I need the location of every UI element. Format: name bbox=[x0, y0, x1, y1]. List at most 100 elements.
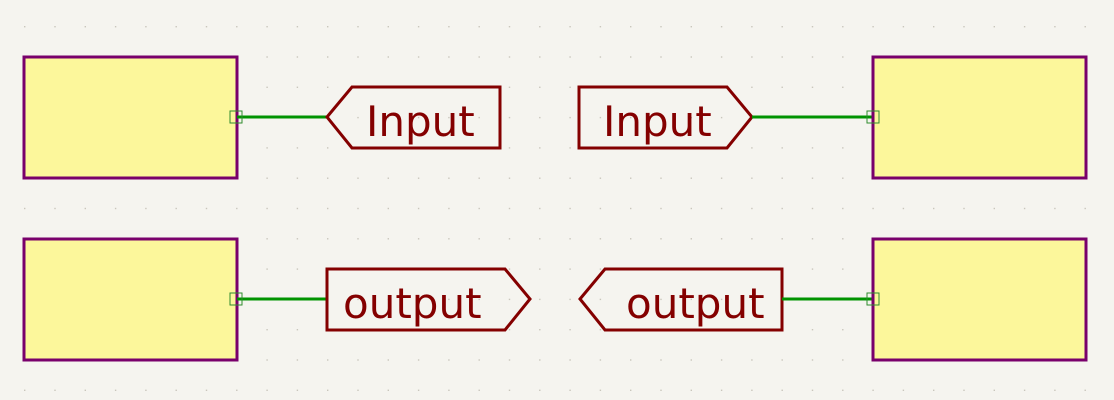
grid-dot bbox=[508, 177, 511, 179]
grid-dot bbox=[387, 56, 389, 58]
grid-dot bbox=[842, 359, 844, 361]
grid-dot bbox=[1084, 26, 1086, 28]
grid-dot bbox=[963, 207, 965, 210]
grid-dot bbox=[751, 298, 753, 301]
grid-dot bbox=[751, 238, 753, 240]
grid-dot bbox=[751, 147, 753, 149]
input-label-right-text: Input bbox=[603, 97, 712, 146]
grid-dot bbox=[296, 56, 299, 58]
input-label-left-text: Input bbox=[366, 97, 475, 146]
grid-dot bbox=[569, 359, 571, 361]
grid-dot bbox=[690, 177, 692, 179]
grid-dot bbox=[599, 238, 602, 240]
grid-dot bbox=[478, 359, 480, 361]
grid-dot bbox=[902, 389, 905, 391]
grid-dot bbox=[599, 359, 602, 361]
grid-dot bbox=[417, 26, 420, 28]
grid-dot bbox=[781, 86, 783, 88]
grid-dot bbox=[599, 329, 602, 331]
grid-dot bbox=[630, 298, 632, 301]
grid-dot bbox=[660, 389, 662, 391]
output-label-right[interactable]: output bbox=[578, 267, 784, 332]
sheet-block-top-left[interactable] bbox=[22, 55, 239, 180]
grid-dot bbox=[478, 56, 480, 58]
grid-dot bbox=[539, 298, 541, 301]
grid-dot bbox=[539, 329, 541, 331]
grid-dot bbox=[690, 359, 692, 361]
grid-dot bbox=[720, 207, 723, 210]
output-label-left[interactable]: output bbox=[325, 267, 532, 332]
grid-dot bbox=[872, 26, 874, 28]
grid-dot bbox=[630, 207, 632, 210]
grid-dot bbox=[296, 147, 299, 149]
grid-dot bbox=[660, 238, 662, 240]
sheet-block-bottom-right[interactable] bbox=[871, 237, 1088, 362]
grid-dot bbox=[569, 298, 571, 301]
grid-dot bbox=[417, 207, 420, 210]
grid-dot bbox=[296, 238, 299, 240]
grid-dot bbox=[478, 26, 480, 28]
grid-dot bbox=[417, 238, 420, 240]
grid-dot bbox=[296, 329, 299, 331]
grid-dot bbox=[357, 26, 359, 28]
grid-dot bbox=[266, 389, 268, 391]
grid-dot bbox=[145, 389, 147, 391]
sheet-block-bottom-left[interactable] bbox=[22, 237, 239, 362]
grid-dot bbox=[508, 359, 511, 361]
grid-dot bbox=[599, 116, 602, 119]
grid-dot bbox=[448, 359, 450, 361]
grid-dot bbox=[145, 207, 147, 210]
grid-dot bbox=[569, 147, 571, 149]
grid-dot bbox=[508, 329, 511, 331]
grid-dot bbox=[387, 26, 389, 28]
grid-dot bbox=[872, 207, 874, 210]
grid-dot bbox=[690, 389, 692, 391]
grid-dot bbox=[569, 26, 571, 28]
grid-dot bbox=[660, 177, 662, 179]
grid-dot bbox=[660, 26, 662, 28]
grid-dot bbox=[720, 26, 723, 28]
grid-dot bbox=[508, 207, 511, 210]
grid-dot bbox=[569, 116, 571, 119]
grid-dot bbox=[387, 207, 389, 210]
grid-dot bbox=[296, 26, 299, 28]
grid-dot bbox=[811, 268, 814, 270]
input-label-left[interactable]: Input bbox=[325, 85, 502, 150]
input-label-right-shape bbox=[577, 85, 754, 150]
grid-dot bbox=[781, 238, 783, 240]
sheet-block-top-right[interactable] bbox=[871, 55, 1088, 180]
grid-dot bbox=[720, 389, 723, 391]
grid-dot bbox=[357, 116, 359, 119]
grid-dot bbox=[114, 26, 117, 28]
grid-dot bbox=[842, 389, 844, 391]
grid-dot bbox=[811, 56, 814, 58]
grid-dot bbox=[417, 298, 420, 301]
grid-dot bbox=[872, 389, 874, 391]
grid-dot bbox=[448, 298, 450, 301]
grid-dot bbox=[539, 238, 541, 240]
output-label-left-shape bbox=[325, 267, 532, 332]
grid-dot bbox=[569, 329, 571, 331]
grid-dot bbox=[1084, 207, 1086, 210]
grid-dot bbox=[720, 56, 723, 58]
grid-dot bbox=[539, 147, 541, 149]
grid-dot bbox=[660, 207, 662, 210]
grid-dot bbox=[811, 207, 814, 210]
grid-dot bbox=[417, 359, 420, 361]
grid-dot bbox=[720, 177, 723, 179]
grid-dot bbox=[842, 238, 844, 240]
grid-dot bbox=[690, 26, 692, 28]
grid-dot bbox=[24, 389, 26, 391]
grid-dot bbox=[387, 238, 389, 240]
grid-dot bbox=[751, 177, 753, 179]
grid-dot bbox=[357, 207, 359, 210]
grid-dot bbox=[539, 26, 541, 28]
input-label-right[interactable]: Input bbox=[577, 85, 754, 150]
grid-dot bbox=[811, 177, 814, 179]
grid-dot bbox=[811, 26, 814, 28]
grid-dot bbox=[1023, 207, 1026, 210]
grid-dot bbox=[993, 26, 995, 28]
grid-dot bbox=[1054, 389, 1056, 391]
grid-dot bbox=[327, 56, 329, 58]
